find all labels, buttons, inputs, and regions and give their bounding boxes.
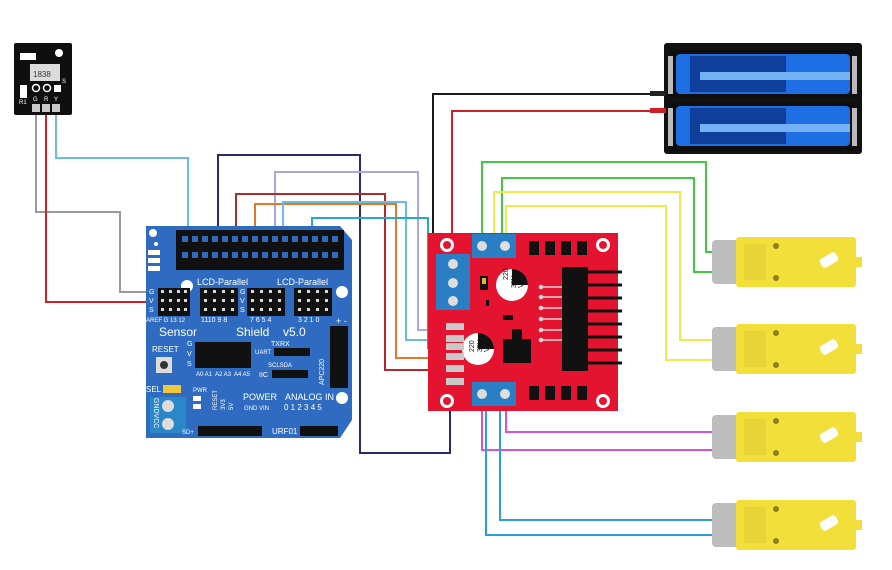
ir-label-l: L [22,55,26,61]
wire-ir-red [45,112,190,303]
v-label-2: V [187,351,192,358]
gnd-vcc-label: GNDVCC [152,398,159,428]
sel-jumper[interactable] [163,385,181,393]
pins-3-0-label: 3 2 1 0 [298,317,320,324]
wire-navy [217,154,451,454]
cap1-line2: 35V [511,275,518,288]
a2a3-label: A2 A3 [215,372,232,378]
g-label-2: G [187,341,192,348]
driver-chip [562,267,588,371]
analog-in-label: ANALOG IN [285,392,334,402]
power-label: POWER [243,392,278,402]
wire-green-1 [481,161,712,253]
motor-2 [712,324,862,374]
cap2-line3: VT [484,342,491,352]
v5-label: 5V [229,403,235,410]
shield-version: v5.0 [283,325,306,339]
plus-minus-label: + - [336,316,347,326]
wire-blue-1 [485,395,712,536]
mid-row-s: S [240,307,245,314]
iic-label: IIC [259,372,268,379]
pins-11-8-label: 1110 9 8 [201,317,227,324]
gnd-vin-label: GND VIN [244,406,269,412]
txrx-label: TXRX [271,341,290,348]
ir-sensor-body [30,64,60,81]
lcd-header-block [176,230,344,270]
motor-1 [712,237,862,287]
s-label-2: S [187,361,192,368]
shield-title-2: Shield [236,325,269,339]
sel-label: SEL [146,385,162,394]
ir-label-r1: R1 [19,100,27,106]
mid-row-g: G [240,289,245,296]
a0a1-label: A0 A1 [196,372,213,378]
battery-holder [650,43,862,154]
row-g-label: G [149,289,154,296]
row-v-label: V [149,298,154,305]
apc220-label: APC220 [319,359,326,385]
ir-receiver-module: L 1838 S R1 G R Y [14,43,72,115]
motor-4 [712,500,862,550]
wire-ir-gray [35,112,190,293]
mid-row-v: V [240,298,245,305]
cap1-line1: 220 [503,268,510,280]
wire-battery-black [432,93,665,296]
sclsda-label: SCLSDA [268,363,292,369]
lcd-parallel-right-label: LCD-Parallel [277,277,328,287]
cap2-line1: 220 [469,340,476,352]
ir-pin-g: G [33,97,38,103]
wire-magenta-1 [481,395,712,451]
sd-label: SD+ [182,430,194,436]
reset-label: RESET [152,345,179,354]
reset-side-label: RESET [213,390,219,410]
analog-nums-label: 0 1 2 3 4 5 [284,403,322,412]
aref-pins-label: AREF G 13 12 [146,318,186,324]
ir-pin-y: Y [54,97,58,103]
lcd-parallel-left-label: LCD-Parallel [197,277,248,287]
wire-battery-red [451,110,665,262]
pins-7-4-label: 7 6 5 4 [250,317,272,324]
ir-label-s: S [62,79,66,85]
urf01-label: URF01 [272,427,298,436]
row-s-label: S [149,307,154,314]
ir-pin-r: R [44,97,49,103]
ir-sensor-code: 1838 [33,70,51,79]
motor-driver-board: 220 35V VT 220 35V VT [428,233,622,411]
wire-blue-2 [499,395,712,521]
sensor-shield: LCD-Parallel LCD-Parallel G V S G V [146,226,352,438]
v33-label: 3V3 [221,399,227,410]
cap1-line3: VT [518,278,525,288]
shield-title: Sensor [159,325,197,339]
motor-3 [712,412,862,462]
cap2-line2: 35V [477,339,484,352]
uart-label: UART [255,350,272,356]
wire-yellow-1 [493,191,712,341]
wire-yellow-2 [505,205,712,361]
voltage-regulator [503,339,531,363]
wire-green-2 [501,177,712,273]
pwr-label: PWR [193,388,208,394]
a4a5-label: A4 A5 [234,372,251,378]
